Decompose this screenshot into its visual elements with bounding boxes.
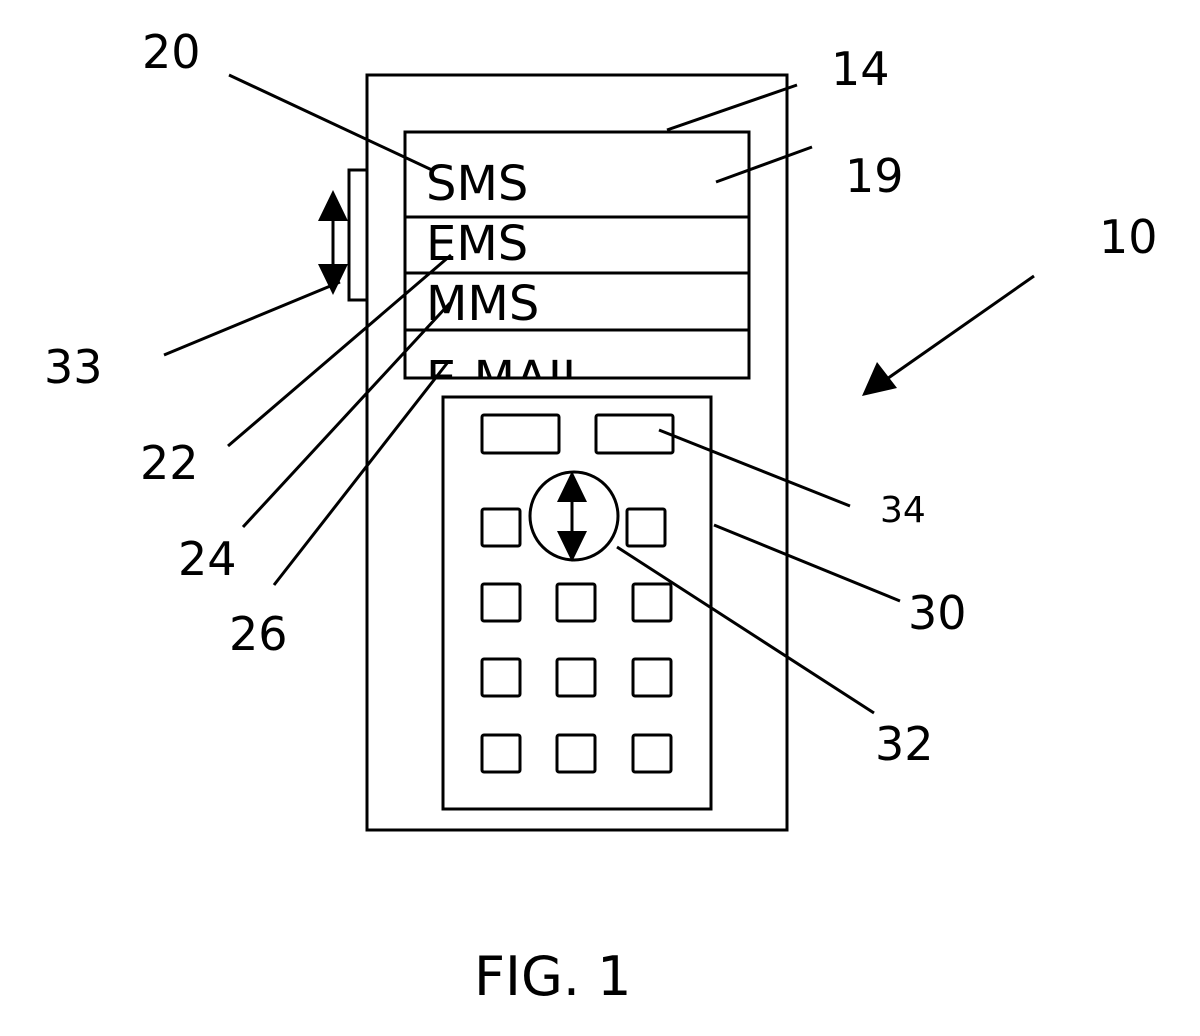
leader-line-30 [714, 525, 900, 601]
number-key [482, 659, 520, 696]
ref-label-10: 10 [1099, 210, 1158, 264]
leader-line-26 [274, 362, 448, 585]
side-scroll-arrow-icon [318, 190, 348, 295]
menu-item-sms: SMS [426, 156, 528, 212]
ref-label-34: 34 [880, 490, 926, 531]
soft-key-left [482, 415, 559, 453]
number-key [557, 735, 595, 772]
number-key [482, 735, 520, 772]
figure-caption: FIG. 1 [474, 945, 632, 1008]
ref-label-20: 20 [142, 25, 201, 79]
ref-label-14: 14 [831, 42, 890, 96]
soft-key-right [596, 415, 673, 453]
leader-line-14 [667, 85, 797, 130]
ref-label-32: 32 [875, 717, 934, 771]
leader-line-20 [229, 75, 432, 170]
function-key-left [482, 509, 520, 546]
menu-item-mms: MMS [426, 276, 539, 332]
ref-label-33: 33 [44, 340, 103, 394]
number-key [633, 584, 671, 621]
number-key [633, 659, 671, 696]
number-key [557, 584, 595, 621]
number-key [633, 735, 671, 772]
ref-label-19: 19 [845, 149, 904, 203]
number-key [482, 584, 520, 621]
number-key [557, 659, 595, 696]
side-scroll-key [349, 170, 367, 300]
leader-line-19 [716, 147, 812, 182]
function-key-right [627, 509, 665, 546]
device-pointer-arrow-icon [862, 276, 1034, 396]
leader-line-33 [164, 282, 340, 355]
ref-label-22: 22 [140, 436, 199, 490]
ref-label-30: 30 [908, 586, 967, 640]
ref-label-24: 24 [178, 532, 237, 586]
leader-line-34 [659, 430, 850, 506]
ref-label-26: 26 [229, 607, 288, 661]
